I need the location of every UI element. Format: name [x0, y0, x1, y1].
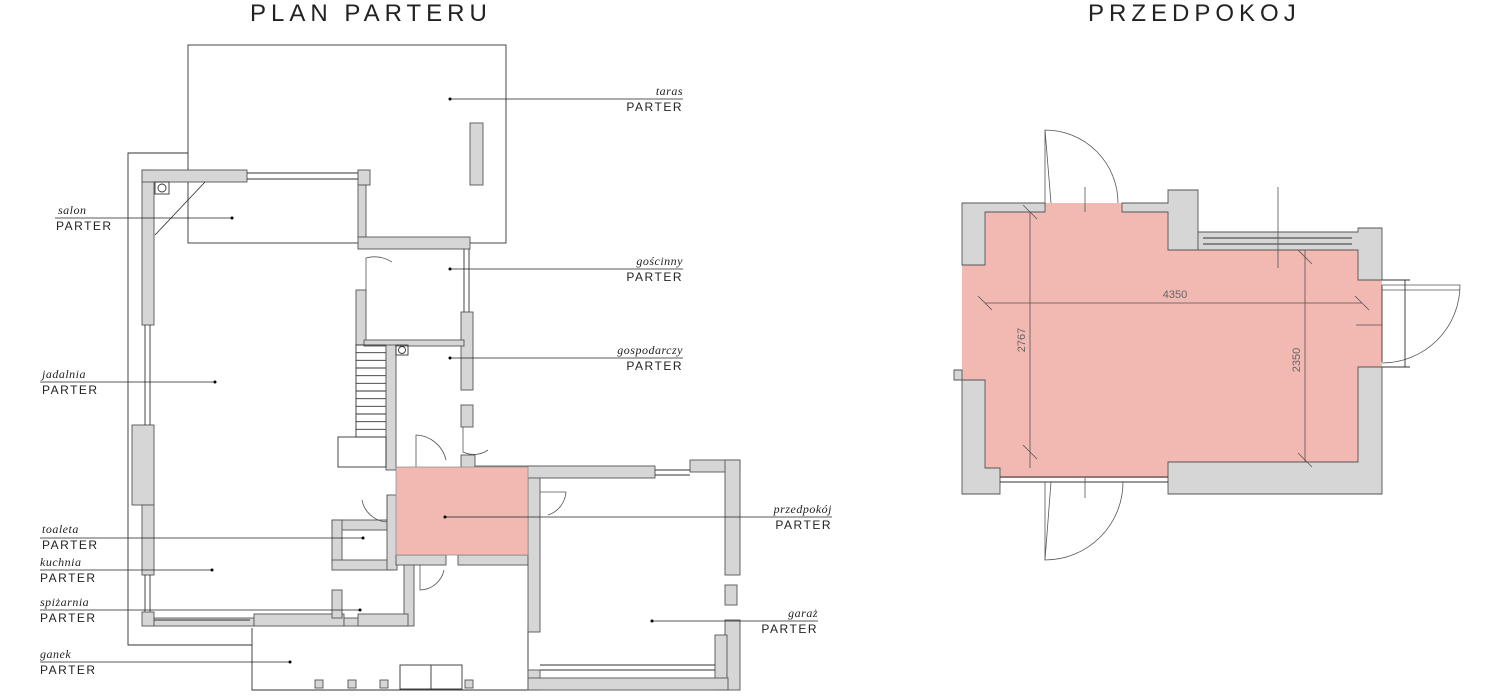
room-floor-kuchnia: PARTER — [40, 571, 97, 585]
dimension-height-right: 2350 — [1291, 348, 1303, 372]
plan-title: PLAN PARTERU — [250, 0, 492, 27]
door-bottom — [1044, 481, 1124, 561]
room-floor-gospodarczy: PARTER — [626, 359, 683, 373]
door-right — [1381, 284, 1461, 364]
room-floor-przedpokoj: PARTER — [775, 518, 832, 532]
room-floor-goscinny: PARTER — [626, 270, 683, 284]
boiler-icon — [395, 344, 409, 356]
ground-floor-plan: taras PARTER salon PARTER gościnny PARTE… — [40, 44, 832, 691]
hall-floor-highlight — [962, 203, 1382, 478]
detail-title: PRZEDPOKOJ — [1088, 0, 1301, 27]
hall-highlight — [395, 466, 529, 556]
hall-detail-plan: 4350 2767 2350 — [953, 129, 1461, 561]
room-floor-ganek: PARTER — [40, 663, 97, 677]
room-floor-toaleta: PARTER — [42, 538, 99, 552]
terrace-bench — [469, 122, 484, 186]
room-floor-taras: PARTER — [626, 100, 683, 114]
room-name-gospodarczy: gospodarczy — [617, 343, 683, 357]
room-floor-garaz: PARTER — [761, 622, 818, 636]
interior-walls — [331, 236, 741, 691]
doors — [361, 256, 567, 591]
room-floor-jadalnia: PARTER — [42, 383, 99, 397]
dimension-height-left: 2767 — [1016, 328, 1028, 352]
room-name-taras: taras — [656, 84, 683, 98]
fireplace-icon — [154, 181, 170, 195]
room-labels: taras PARTER salon PARTER gościnny PARTE… — [40, 84, 832, 677]
room-name-garaz: garaż — [788, 606, 818, 620]
door-top — [1044, 129, 1119, 204]
porch-outline — [251, 628, 529, 691]
room-name-toaleta: toaleta — [42, 522, 79, 536]
plinth-line — [127, 152, 252, 646]
room-floor-salon: PARTER — [56, 219, 113, 233]
outer-walls — [131, 169, 415, 627]
room-leaders — [40, 97, 832, 664]
room-name-kuchnia: kuchnia — [40, 555, 82, 569]
terrace-outline — [187, 44, 507, 244]
dimension-lines — [977, 187, 1382, 498]
room-name-ganek: ganek — [40, 647, 71, 661]
room-name-salon: salon — [58, 203, 87, 217]
room-floor-spizarnia: PARTER — [40, 611, 97, 625]
room-name-spizarnia: spiżarnia — [40, 595, 89, 609]
dimension-width: 4350 — [1163, 289, 1187, 301]
room-name-goscinny: gościnny — [636, 254, 683, 268]
room-name-jadalnia: jadalnia — [40, 367, 86, 381]
room-name-przedpokoj: przedpokój — [773, 502, 832, 516]
